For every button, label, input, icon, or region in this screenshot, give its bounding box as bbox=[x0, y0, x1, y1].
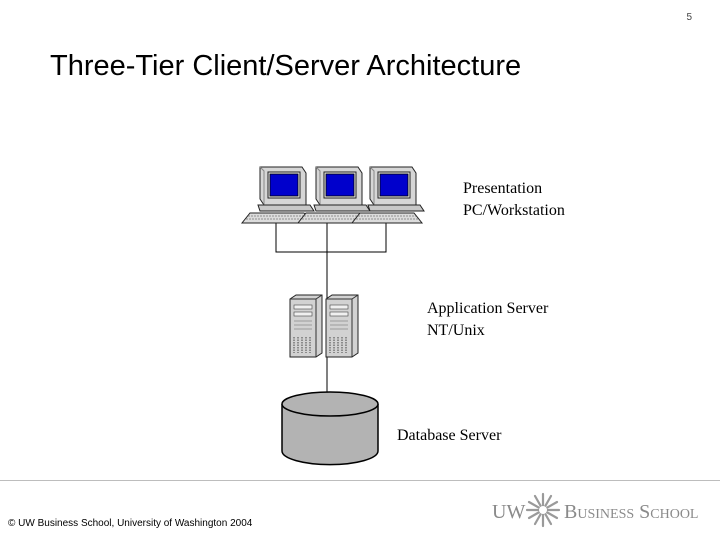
server-icon-group bbox=[289, 294, 359, 358]
page-number: 5 bbox=[686, 12, 692, 23]
presentation-tier-name: Presentation bbox=[463, 180, 543, 197]
workstation-icon-group bbox=[241, 166, 425, 224]
presentation-tier-platform: PC/Workstation bbox=[463, 202, 565, 219]
desktop-computer-icon bbox=[351, 166, 425, 224]
application-tier-platform: NT/Unix bbox=[427, 322, 485, 339]
database-tier-label: Database Server bbox=[397, 425, 501, 447]
application-tier-label: Application Server NT/Unix bbox=[427, 298, 548, 342]
presentation-tier-label: Presentation PC/Workstation bbox=[463, 178, 565, 222]
tower-server-icon bbox=[325, 294, 359, 358]
architecture-diagram bbox=[241, 166, 425, 466]
tower-server-icon bbox=[289, 294, 323, 358]
desktop-computer-icon bbox=[241, 166, 315, 224]
slide-title: Three-Tier Client/Server Architecture bbox=[50, 50, 522, 82]
database-cylinder-icon bbox=[281, 391, 379, 466]
logo-uw: UW bbox=[492, 501, 525, 523]
application-tier-name: Application Server bbox=[427, 300, 549, 317]
footer-divider bbox=[0, 480, 720, 481]
database-tier-name: Database Server bbox=[397, 427, 502, 444]
copyright-notice: © UW Business School, University of Wash… bbox=[8, 518, 253, 529]
